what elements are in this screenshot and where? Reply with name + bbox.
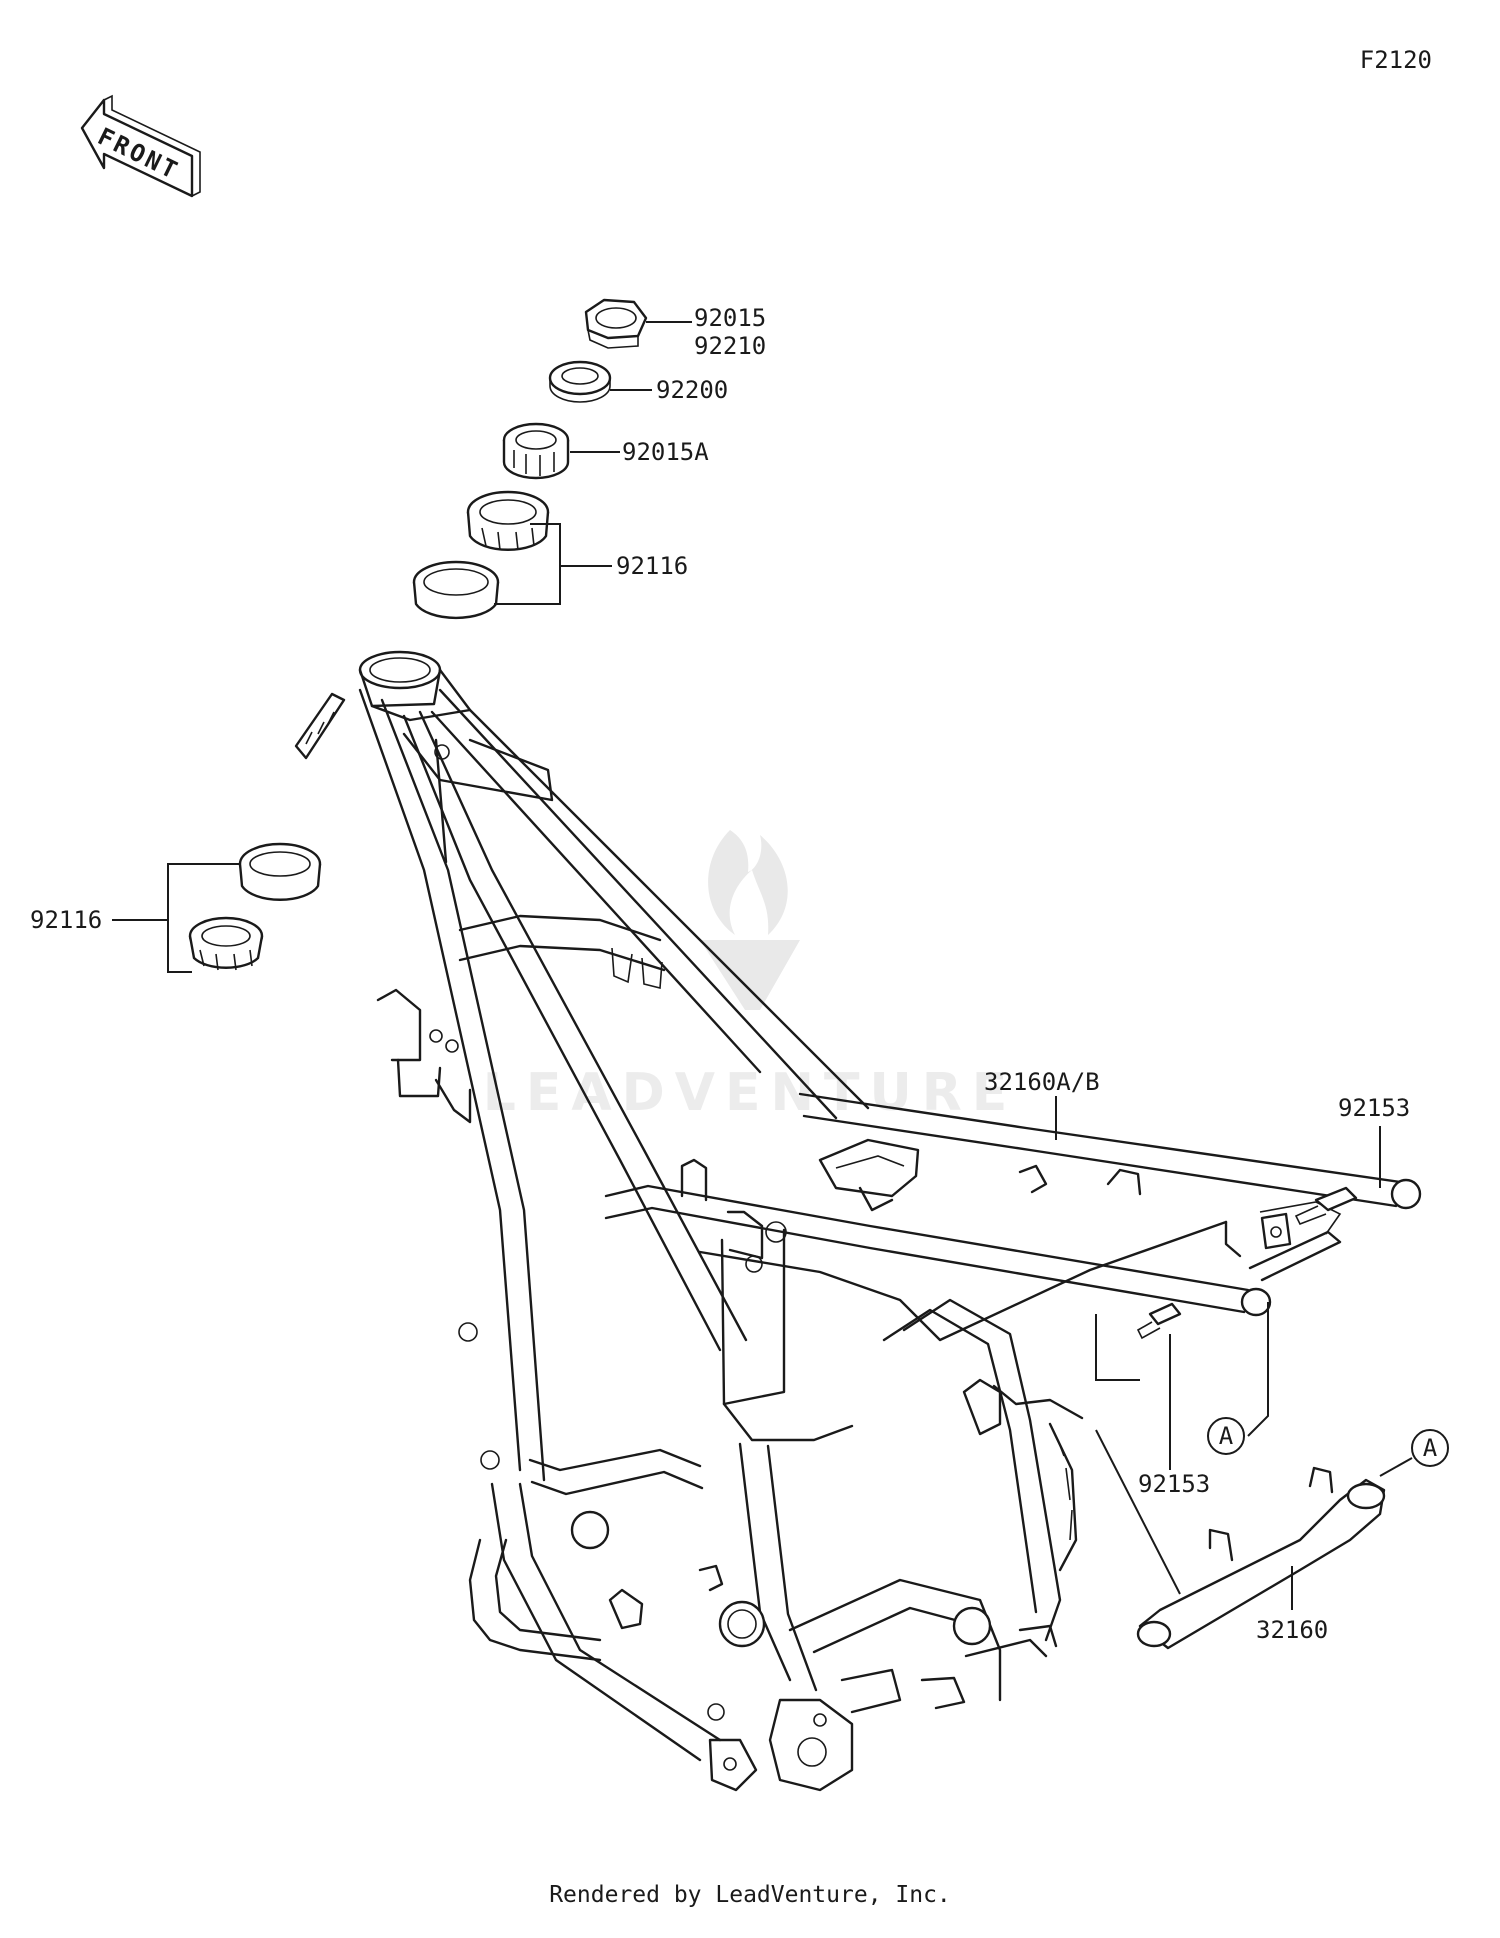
front-arrow-icon: FRONT xyxy=(80,94,201,198)
label-32160AB: 32160A/B xyxy=(984,1068,1100,1096)
diagram-code: F2120 xyxy=(1360,46,1432,74)
label-92116-left: 92116 xyxy=(30,906,102,934)
washer xyxy=(548,360,612,403)
castle-nut xyxy=(502,422,570,480)
leader-a-right xyxy=(1379,1457,1413,1477)
leader-a-left xyxy=(1247,1302,1269,1437)
label-92116-top: 92116 xyxy=(616,552,688,580)
callout-a-right-text: A xyxy=(1423,1434,1438,1462)
leader-92116-top xyxy=(494,523,612,605)
lower-bearing-race xyxy=(238,842,322,901)
label-92210: 92210 xyxy=(694,332,766,360)
steering-stem-nut xyxy=(584,298,648,349)
callout-a-left-text: A xyxy=(1219,1422,1234,1450)
label-92200: 92200 xyxy=(656,376,728,404)
rendered-by-footer: Rendered by LeadVenture, Inc. xyxy=(549,1882,951,1908)
upper-bearing-race xyxy=(412,560,500,620)
bolt-right xyxy=(1294,1186,1358,1226)
label-92015: 92015 xyxy=(694,304,766,332)
callout-a-left xyxy=(1207,1417,1245,1455)
lower-bearing xyxy=(188,916,264,971)
label-92153-right: 92153 xyxy=(1338,1094,1410,1122)
motorcycle-frame xyxy=(294,650,1422,1792)
leader-subframe-link xyxy=(1095,1429,1181,1595)
upper-bearing xyxy=(466,490,550,551)
lower-subframe-rail xyxy=(1136,1466,1386,1650)
leader-92153-mid xyxy=(1095,1314,1140,1381)
label-92153-mid: 92153 xyxy=(1138,1470,1210,1498)
callout-a-right xyxy=(1411,1429,1449,1467)
leader-92116-left xyxy=(112,863,240,973)
label-92015A: 92015A xyxy=(622,438,709,466)
label-32160: 32160 xyxy=(1256,1616,1328,1644)
bolt-mid xyxy=(1136,1302,1182,1340)
leadventure-watermark: LEADVENTURE xyxy=(483,830,1007,1123)
